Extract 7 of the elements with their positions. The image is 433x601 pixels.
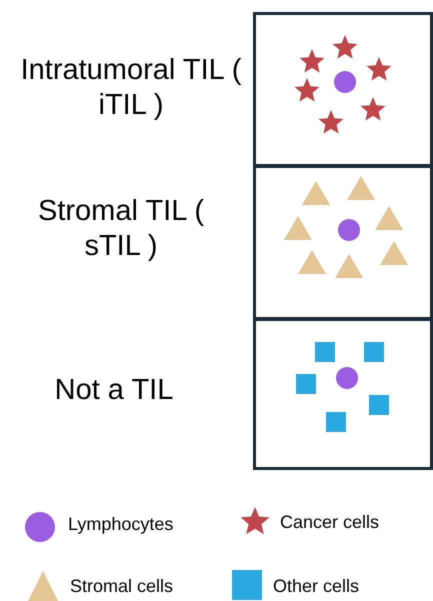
panel-label: Intratumoral TIL ( iTIL ) xyxy=(20,53,242,123)
legend-label: Lymphocytes xyxy=(68,514,174,535)
panel-label: Not a TIL xyxy=(54,373,174,408)
panel-label: Stromal TIL ( sTIL ) xyxy=(37,194,205,264)
legend-label: Cancer cells xyxy=(280,512,380,533)
legend-label: Stromal cells xyxy=(70,576,174,597)
legend-label: Other cells xyxy=(273,576,360,597)
